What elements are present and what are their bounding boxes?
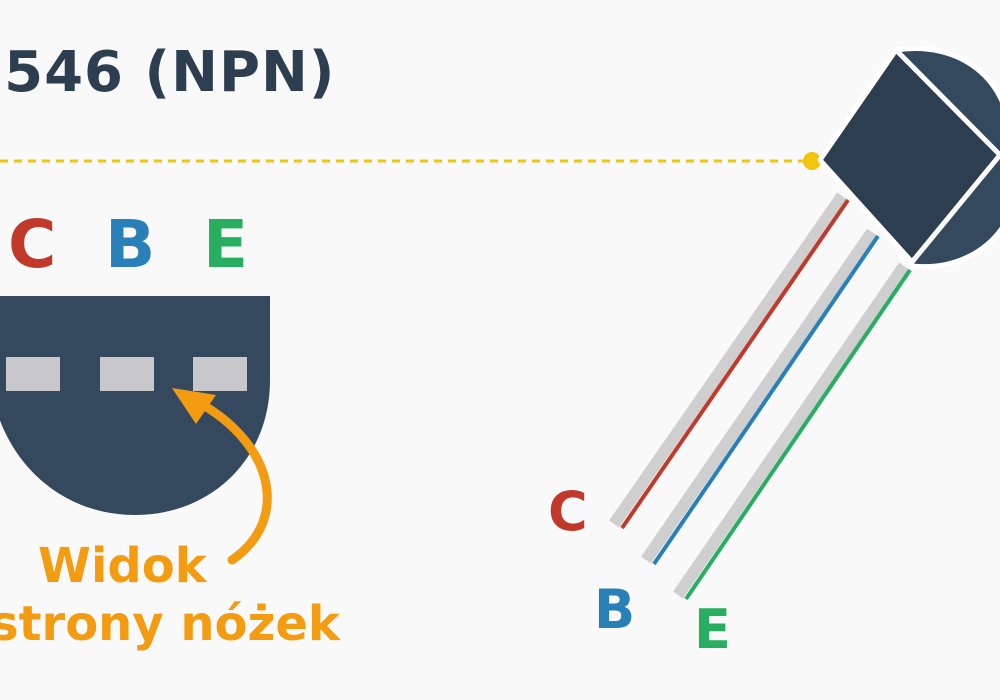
leg-label-b: B <box>594 578 636 641</box>
bottom-pin-label-e: E <box>203 206 249 283</box>
page-title: C546 (NPN) <box>0 40 336 105</box>
leg-label-c: C <box>548 480 588 543</box>
caption-arrowhead <box>172 388 216 424</box>
pin-pad-b <box>100 357 154 391</box>
guide-dot <box>803 152 821 170</box>
caption-line-1: Widok <box>38 538 207 594</box>
transistor-leads <box>609 192 912 601</box>
pin-pad-e <box>193 357 247 391</box>
leg-label-e: E <box>694 598 731 661</box>
transistor-body <box>817 46 1000 270</box>
caption-line-2: strony nóżek <box>0 596 340 652</box>
pin-pad-c <box>6 357 60 391</box>
caption-arrow <box>193 397 272 565</box>
bottom-pin-label-c: C <box>8 206 57 283</box>
bottom-view-body <box>0 296 270 515</box>
bottom-pin-label-b: B <box>105 206 156 283</box>
